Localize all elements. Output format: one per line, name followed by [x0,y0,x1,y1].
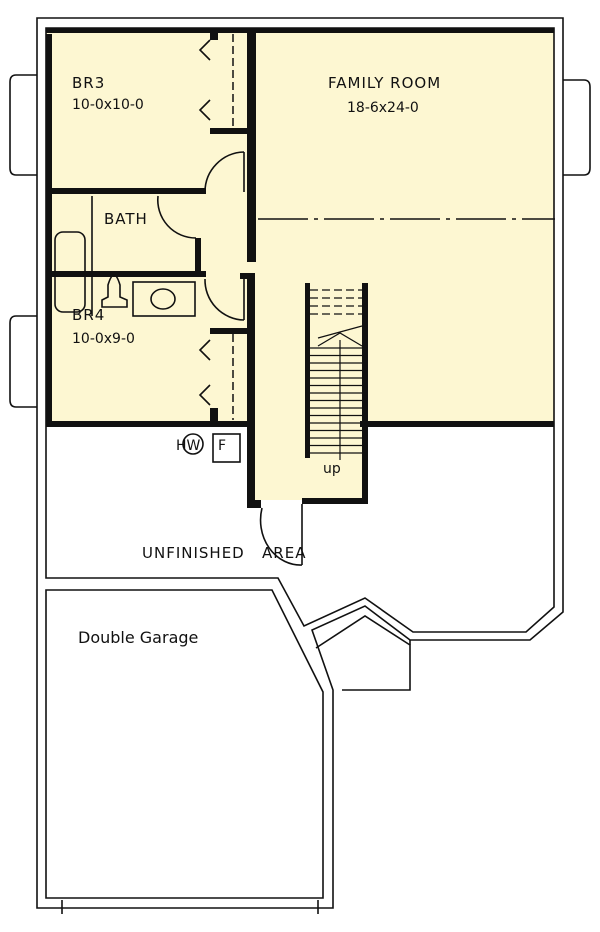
sink-icon [150,288,176,310]
unfinished-area-label: UNFINISHED AREA [142,544,306,562]
br4-label: BR4 [72,306,105,324]
br4-size: 10-0x9-0 [72,331,135,347]
bath-fixtures [54,196,196,317]
water-heater-icon [182,433,204,455]
sink-counter [132,281,196,317]
br3-size: 10-0x10-0 [72,97,144,113]
bath-label: BATH [104,210,148,228]
br3-label: BR3 [72,74,105,92]
doors [157,151,303,566]
furnace-label: F [218,438,226,454]
interior-walls [46,28,555,508]
stairs [310,289,363,460]
exterior-walls [9,17,591,914]
utilities: HW F up [176,433,341,477]
garage-label: Double Garage [78,628,198,647]
stairs-up-label: up [323,461,341,477]
furnace-icon [212,433,241,463]
stair-break-icon [317,325,363,347]
toilet-icon [101,274,128,308]
family-room-label: FAMILY ROOM [328,74,441,92]
bathtub-icon [54,231,86,313]
water-heater-label: HW [176,438,201,454]
family-room-size: 18-6x24-0 [347,100,419,116]
